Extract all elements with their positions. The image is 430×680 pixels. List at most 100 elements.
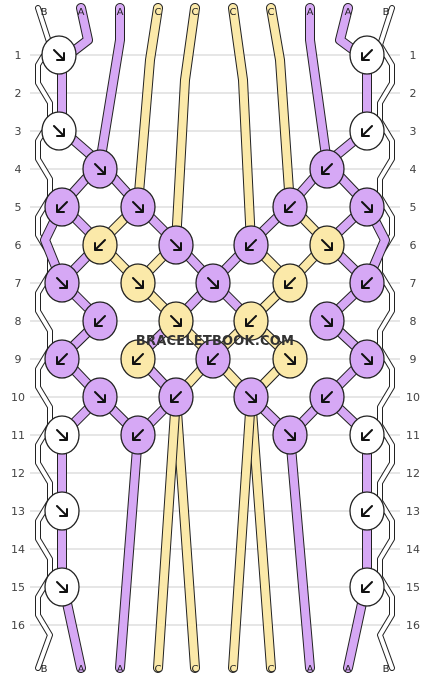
row-number-left: 9: [15, 353, 22, 366]
string-label-bottom: A: [78, 664, 85, 675]
row-number-left: 10: [11, 391, 25, 404]
arrow-down-left-icon: [94, 315, 106, 327]
arrow-down-right-icon: [284, 429, 296, 441]
row-number-right: 13: [406, 505, 420, 518]
row-number-left: 3: [15, 125, 22, 138]
row-number-right: 16: [406, 619, 420, 632]
arrow-down-right-icon: [207, 277, 219, 289]
knot: [349, 567, 385, 607]
string-label-top: C: [155, 7, 162, 18]
knot: [195, 339, 231, 379]
knot: [44, 339, 80, 379]
string-label-top: C: [230, 7, 237, 18]
knot: [41, 111, 77, 151]
knot: [82, 149, 118, 189]
knot: [158, 377, 194, 417]
knot: [120, 339, 156, 379]
arrow-down-left-icon: [361, 277, 373, 289]
knot: [82, 225, 118, 265]
knot: [309, 225, 345, 265]
row-number-right: 8: [410, 315, 417, 328]
row-number-right: 12: [406, 467, 420, 480]
arrow-down-right-icon: [132, 201, 144, 213]
knot: [233, 301, 269, 341]
row-number-right: 3: [410, 125, 417, 138]
knot: [44, 263, 80, 303]
arrow-down-right-icon: [361, 353, 373, 365]
arrow-down-right-icon: [56, 581, 68, 593]
arrow-down-left-icon: [245, 239, 257, 251]
arrow-down-left-icon: [361, 581, 373, 593]
knot: [44, 491, 80, 531]
string-fill: [36, 6, 52, 670]
arrow-down-left-icon: [132, 429, 144, 441]
arrow-down-left-icon: [207, 353, 219, 365]
arrow-down-right-icon: [284, 353, 296, 365]
arrow-down-right-icon: [56, 505, 68, 517]
knot: [120, 415, 156, 455]
row-number-left: 15: [11, 581, 25, 594]
knot: [349, 187, 385, 227]
string-label-bottom: C: [268, 664, 275, 675]
row-number-right: 1: [410, 49, 417, 62]
row-number-left: 5: [15, 201, 22, 214]
knot: [120, 263, 156, 303]
string-label-top: A: [117, 7, 124, 18]
string-label-bottom: C: [230, 664, 237, 675]
row-number-left: 11: [11, 429, 25, 442]
row-number-left: 2: [15, 87, 22, 100]
arrow-down-left-icon: [245, 315, 257, 327]
knot: [44, 567, 80, 607]
knot: [309, 149, 345, 189]
string-label-top: B: [41, 7, 48, 18]
arrow-down-left-icon: [321, 163, 333, 175]
arrow-down-right-icon: [56, 429, 68, 441]
string-label-bottom: B: [383, 664, 390, 675]
arrow-down-left-icon: [361, 429, 373, 441]
string-label-top: A: [345, 7, 352, 18]
knot: [233, 225, 269, 265]
string-label-top: A: [78, 7, 85, 18]
arrow-down-left-icon: [56, 201, 68, 213]
knot: [82, 301, 118, 341]
row-number-right: 4: [410, 163, 417, 176]
knot: [41, 35, 77, 75]
row-number-right: 6: [410, 239, 417, 252]
arrow-down-left-icon: [284, 201, 296, 213]
arrow-down-left-icon: [56, 353, 68, 365]
string-label-top: B: [383, 7, 390, 18]
arrow-down-left-icon: [361, 125, 373, 137]
row-number-right: 2: [410, 87, 417, 100]
string-label-bottom: C: [192, 664, 199, 675]
knot: [309, 377, 345, 417]
knot: [82, 377, 118, 417]
arrow-down-right-icon: [94, 391, 106, 403]
arrow-down-right-icon: [132, 277, 144, 289]
watermark: BRACELETBOOK.COM: [136, 334, 294, 349]
arrow-down-right-icon: [170, 315, 182, 327]
string-label-bottom: A: [117, 664, 124, 675]
row-number-left: 16: [11, 619, 25, 632]
string-label-bottom: B: [41, 664, 48, 675]
knot: [349, 35, 385, 75]
arrow-down-left-icon: [132, 353, 144, 365]
row-number-right: 15: [406, 581, 420, 594]
arrow-down-right-icon: [53, 49, 65, 61]
row-number-left: 8: [15, 315, 22, 328]
string-label-top: C: [192, 7, 199, 18]
knots: [41, 35, 385, 607]
knot: [195, 263, 231, 303]
row-number-left: 1: [15, 49, 22, 62]
knot: [233, 377, 269, 417]
knot: [272, 263, 308, 303]
row-number-right: 5: [410, 201, 417, 214]
string-label-bottom: C: [155, 664, 162, 675]
string-label-top: A: [307, 7, 314, 18]
row-number-right: 7: [410, 277, 417, 290]
arrow-down-left-icon: [361, 505, 373, 517]
string-label-bottom: A: [345, 664, 352, 675]
knot: [44, 415, 80, 455]
row-number-left: 12: [11, 467, 25, 480]
